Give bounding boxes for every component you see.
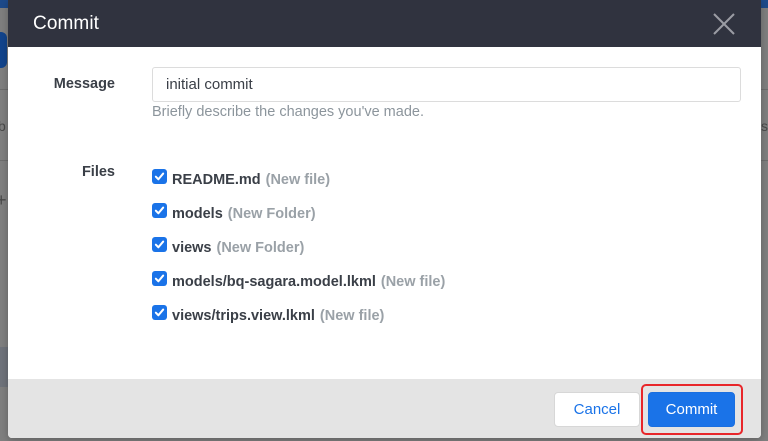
- file-list: README.md (New file) models (New Folder)…: [152, 162, 445, 333]
- message-help-text: Briefly describe the changes you've made…: [152, 104, 424, 120]
- file-item: models (New Folder): [152, 196, 445, 231]
- dialog-footer: Cancel Commit: [8, 379, 761, 438]
- backdrop-divider: [761, 89, 768, 90]
- backdrop-button: [0, 32, 7, 68]
- commit-button[interactable]: Commit: [648, 392, 735, 427]
- file-item: views/trips.view.lkml (New file): [152, 298, 445, 333]
- file-checkbox[interactable]: [152, 203, 167, 218]
- file-checkbox[interactable]: [152, 305, 167, 320]
- checkmark-icon: [154, 240, 165, 249]
- file-status: (New file): [380, 273, 446, 290]
- file-item: views (New Folder): [152, 230, 445, 265]
- file-status: (New file): [319, 307, 385, 324]
- checkmark-icon: [154, 206, 165, 215]
- cancel-button[interactable]: Cancel: [554, 392, 640, 427]
- backdrop-divider: [761, 160, 768, 161]
- file-name: models: [172, 205, 223, 222]
- file-item: models/bq-sagara.model.lkml (New file): [152, 264, 445, 299]
- file-name: README.md: [172, 171, 261, 188]
- file-status: (New file): [265, 171, 331, 188]
- backdrop-band: [0, 347, 8, 387]
- backdrop-text: s: [761, 118, 768, 134]
- file-status: (New Folder): [216, 239, 305, 256]
- message-label: Message: [53, 76, 115, 92]
- file-name: models/bq-sagara.model.lkml: [172, 273, 376, 290]
- file-item: README.md (New file): [152, 162, 445, 197]
- file-checkbox[interactable]: [152, 169, 167, 184]
- dialog-body: Message Briefly describe the changes you…: [8, 47, 761, 379]
- file-checkbox[interactable]: [152, 237, 167, 252]
- checkmark-icon: [154, 274, 165, 283]
- file-name: views: [172, 239, 212, 256]
- commit-dialog: Commit Message Briefly describe the chan…: [8, 0, 761, 438]
- dialog-title: Commit: [33, 12, 100, 34]
- checkmark-icon: [154, 172, 165, 181]
- close-button[interactable]: [711, 11, 737, 37]
- files-label: Files: [81, 164, 115, 180]
- backdrop-divider: [0, 89, 8, 90]
- file-checkbox[interactable]: [152, 271, 167, 286]
- dialog-header: Commit: [8, 0, 761, 47]
- backdrop-plus-icon: +: [0, 190, 7, 210]
- backdrop-text: b: [0, 118, 6, 134]
- backdrop-divider: [0, 160, 8, 161]
- message-input[interactable]: [152, 67, 741, 102]
- file-name: views/trips.view.lkml: [172, 307, 315, 324]
- checkmark-icon: [154, 308, 165, 317]
- close-icon: [713, 12, 735, 35]
- file-status: (New Folder): [227, 205, 316, 222]
